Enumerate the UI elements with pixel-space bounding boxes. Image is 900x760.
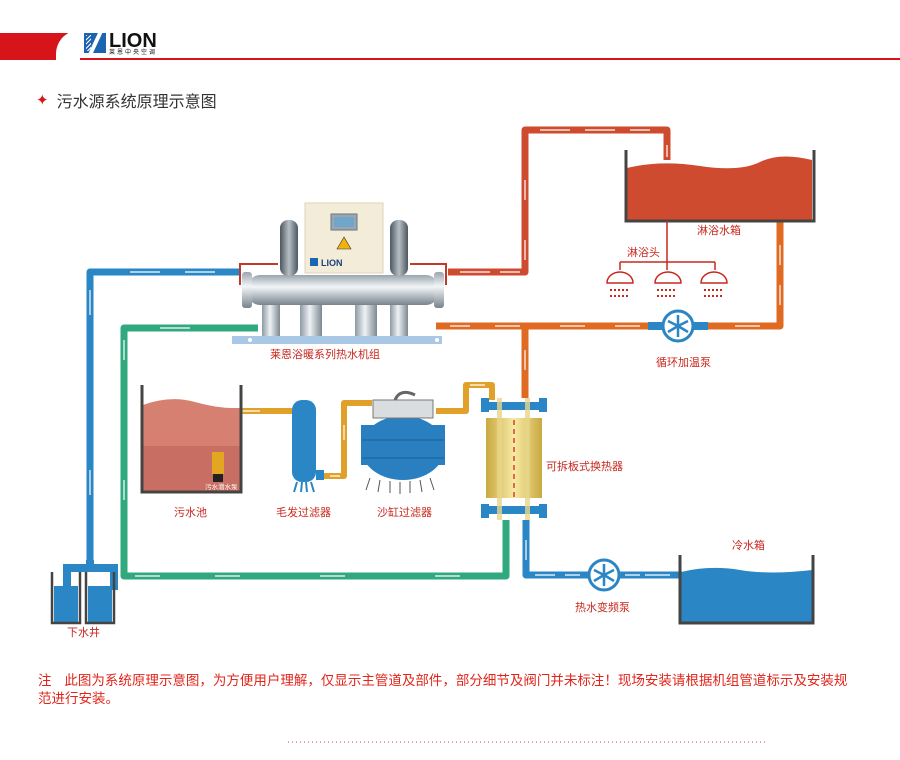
- page-title-text: 污水源系统原理示意图: [56, 92, 217, 111]
- submersible-pump-label: 污水潜水泵: [205, 482, 238, 491]
- hair-filter-label: 毛发过滤器: [276, 505, 331, 519]
- brand-logo[interactable]: LION 莱恩中央空调: [84, 30, 158, 59]
- shower-heads-label: 淋浴头: [627, 246, 660, 259]
- heat-pump-unit: LION: [232, 202, 447, 344]
- sand-filter-label: 沙缸过滤器: [377, 505, 432, 519]
- circulation-pump-icon: [661, 309, 695, 343]
- header: LION 莱恩中央空调: [0, 0, 900, 64]
- svg-text:LION: LION: [321, 258, 343, 268]
- four-point-star-icon: ✦: [36, 91, 49, 109]
- unit-label: 莱恩浴暖系列热水机组: [270, 347, 380, 361]
- sewage-pool: 污水潜水泵: [140, 385, 243, 494]
- note-text: 此图为系统原理示意图，为方便用户理解，仅显示主管道及部件，部分细节及阀门并未标注…: [38, 673, 848, 707]
- drain-well: [50, 560, 118, 625]
- hot-pump-icon: [587, 558, 621, 592]
- drain-pipe: [86, 268, 240, 560]
- page-title: ✦ 污水源系统原理示意图: [36, 88, 217, 112]
- cold-water-pipe: [522, 520, 682, 579]
- circulation-pump-label: 循环加温泵: [656, 356, 711, 369]
- cold-tank: [678, 555, 815, 625]
- brand-name: LION: [109, 30, 157, 52]
- heat-exchanger-label: 可拆板式换热器: [546, 459, 623, 473]
- hair-filter: [292, 400, 324, 493]
- drain-well-label: 下水井: [67, 625, 100, 639]
- shower-tank: [606, 150, 816, 297]
- cold-tank-label: 冷水箱: [732, 538, 765, 552]
- sand-filter: [361, 390, 445, 494]
- installation-note: 注 此图为系统原理示意图，为方便用户理解，仅显示主管道及部件，部分细节及阀门并未…: [38, 672, 858, 708]
- circulation-pipe: [436, 218, 784, 398]
- source-loop-pipe: [120, 324, 510, 580]
- submersible-pump-icon: [212, 452, 224, 474]
- lion-logo-icon: [84, 33, 106, 53]
- brand-subtitle: 莱恩中央空调: [109, 49, 158, 56]
- shower-tank-label: 淋浴水箱: [697, 223, 741, 237]
- heat-exchanger: [481, 398, 547, 520]
- sewage-pool-label: 污水池: [174, 506, 207, 519]
- shower-head-icon: [606, 271, 728, 297]
- dotted-divider: [288, 741, 766, 743]
- header-divider: [80, 58, 900, 60]
- sewage-pipe: [225, 382, 495, 479]
- note-prefix: 注: [38, 673, 52, 689]
- hot-water-pipe: [448, 126, 671, 276]
- hot-pump-label: 热水变频泵: [575, 600, 630, 614]
